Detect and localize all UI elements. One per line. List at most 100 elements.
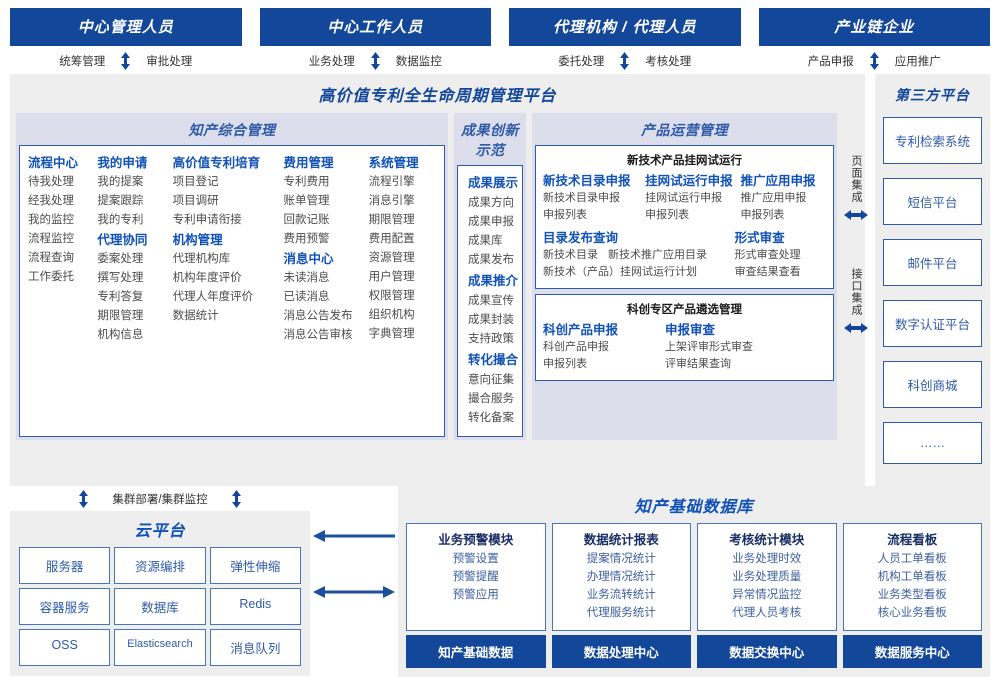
menu-item[interactable]: 期限管理 [368, 214, 415, 226]
menu-item[interactable]: 成果发布 [468, 254, 514, 266]
menu-item[interactable]: 委案处理 [97, 253, 144, 265]
menu-item[interactable]: 消息公告发布 [283, 310, 353, 322]
group-title[interactable]: 代理协同 [97, 233, 148, 247]
db-card-item[interactable]: 预警提醒 [452, 571, 499, 583]
db-footer-button[interactable]: 数据服务中心 [842, 635, 982, 668]
menu-item[interactable]: 挂网试运行申报 [645, 192, 723, 204]
group-title[interactable]: 我的申请 [97, 156, 148, 170]
cloud-cell[interactable]: Elasticsearch [114, 629, 206, 666]
menu-item[interactable]: 形式审查处理 [734, 249, 801, 261]
menu-item[interactable]: 撰写处理 [97, 272, 144, 284]
third-party-item[interactable]: …… [883, 422, 982, 464]
menu-item[interactable]: 工作委托 [28, 271, 74, 283]
group-title[interactable]: 新技术目录申报 [543, 174, 631, 188]
actor-title[interactable]: 中心工作人员 [259, 8, 491, 46]
db-card-item[interactable]: 业务处理时效 [732, 553, 802, 565]
group-title[interactable]: 推广应用申报 [740, 174, 816, 188]
menu-item[interactable]: 流程查询 [28, 252, 74, 264]
cloud-cell[interactable]: 数据库 [114, 588, 206, 625]
db-card-item[interactable]: 核心业务看板 [877, 607, 947, 619]
menu-item[interactable]: 代理人年度评价 [172, 291, 254, 303]
actor-title[interactable]: 产业链企业 [758, 8, 990, 46]
menu-item[interactable]: 提案跟踪 [97, 195, 144, 207]
group-title[interactable]: 成果推介 [468, 274, 519, 288]
menu-item[interactable]: 项目登记 [172, 176, 219, 188]
menu-item[interactable]: 费用预警 [283, 233, 330, 245]
db-footer-button[interactable]: 知产基础数据 [406, 635, 546, 668]
menu-item[interactable]: 项目调研 [172, 195, 219, 207]
menu-item[interactable]: 资源管理 [368, 252, 415, 264]
cloud-cell[interactable]: 容器服务 [19, 588, 111, 625]
third-party-item[interactable]: 短信平台 [883, 178, 982, 225]
db-card-item[interactable]: 业务处理质量 [732, 571, 802, 583]
menu-item[interactable]: 流程引擎 [368, 176, 415, 188]
menu-item[interactable]: 待我处理 [28, 176, 74, 188]
menu-item[interactable]: 组织机构 [368, 309, 415, 321]
menu-item[interactable]: 我的专利 [97, 214, 144, 226]
actor-title[interactable]: 代理机构 / 代理人员 [509, 8, 741, 46]
db-card-item[interactable]: 提案情况统计 [586, 553, 656, 565]
menu-item[interactable]: 成果方向 [468, 197, 514, 209]
menu-item[interactable]: 新技术推广应用目录 [608, 249, 708, 261]
group-title[interactable]: 挂网试运行申报 [645, 174, 733, 188]
group-title[interactable]: 费用管理 [283, 156, 334, 170]
menu-item[interactable]: 权限管理 [368, 290, 415, 302]
menu-item[interactable]: 审查结果查看 [734, 266, 801, 278]
db-card-item[interactable]: 预警设置 [452, 553, 499, 565]
group-title[interactable]: 目录发布查询 [543, 231, 619, 245]
menu-item[interactable]: 申报列表 [543, 209, 588, 221]
group-title[interactable]: 申报审查 [665, 323, 716, 337]
menu-item[interactable]: 回款记账 [283, 214, 330, 226]
menu-item[interactable]: 申报列表 [645, 209, 690, 221]
third-party-item[interactable]: 数字认证平台 [883, 300, 982, 347]
db-card-item[interactable]: 业务流转统计 [586, 589, 656, 601]
menu-item[interactable]: 消息引擎 [368, 195, 415, 207]
menu-item[interactable]: 机构信息 [97, 329, 144, 341]
menu-item[interactable]: 成果库 [468, 235, 503, 247]
group-title[interactable]: 系统管理 [368, 156, 419, 170]
menu-item[interactable]: 推广应用申报 [740, 192, 807, 204]
menu-item[interactable]: 专利申请衔接 [172, 214, 242, 226]
third-party-item[interactable]: 邮件平台 [883, 239, 982, 286]
menu-item[interactable]: 我的监控 [28, 214, 74, 226]
cloud-cell[interactable]: 消息队列 [209, 629, 301, 666]
group-title[interactable]: 转化撮合 [468, 353, 519, 367]
cloud-cell[interactable]: OSS [19, 629, 111, 666]
menu-item[interactable]: 成果申报 [468, 216, 514, 228]
menu-item[interactable]: 申报列表 [543, 358, 588, 370]
menu-item[interactable]: 成果封装 [468, 314, 514, 326]
cloud-cell[interactable]: Redis [209, 588, 301, 625]
cloud-cell[interactable]: 服务器 [19, 547, 111, 584]
group-title[interactable]: 机构管理 [172, 233, 223, 247]
db-footer-button[interactable]: 数据交换中心 [697, 635, 837, 668]
db-card-item[interactable]: 代理人员考核 [732, 607, 802, 619]
db-card-item[interactable]: 办理情况统计 [586, 571, 656, 583]
third-party-item[interactable]: 专利检索系统 [883, 117, 982, 164]
menu-item[interactable]: 期限管理 [97, 310, 144, 322]
db-card-item[interactable]: 代理服务统计 [586, 607, 656, 619]
db-card-item[interactable]: 机构工单看板 [877, 571, 947, 583]
db-footer-button[interactable]: 数据处理中心 [551, 635, 691, 668]
menu-item[interactable]: 用户管理 [368, 271, 415, 283]
actor-title[interactable]: 中心管理人员 [10, 8, 242, 46]
menu-item[interactable]: 上架评审形式审查 [665, 341, 754, 353]
db-card-item[interactable]: 异常情况监控 [732, 589, 802, 601]
menu-item[interactable]: 专利费用 [283, 176, 330, 188]
menu-item[interactable]: 新技术目录 [543, 249, 599, 261]
menu-item[interactable]: 转化备案 [468, 412, 514, 424]
third-party-item[interactable]: 科创商城 [883, 361, 982, 408]
menu-item[interactable]: 字典管理 [368, 328, 415, 340]
cloud-cell[interactable]: 资源编排 [114, 547, 206, 584]
menu-item[interactable]: 成果宣传 [468, 295, 514, 307]
db-card-item[interactable]: 人员工单看板 [877, 553, 947, 565]
group-title[interactable]: 消息中心 [283, 252, 334, 266]
menu-item[interactable]: 费用配置 [368, 233, 415, 245]
menu-item[interactable]: 已读消息 [283, 291, 330, 303]
group-title[interactable]: 流程中心 [28, 156, 79, 170]
menu-item[interactable]: 新技术（产品）挂网试运行计划 [543, 266, 698, 278]
menu-item[interactable]: 流程监控 [28, 233, 74, 245]
group-title[interactable]: 形式审查 [734, 231, 785, 245]
menu-item[interactable]: 新技术目录申报 [543, 192, 621, 204]
menu-item[interactable]: 意向征集 [468, 374, 514, 386]
menu-item[interactable]: 专利答复 [97, 291, 144, 303]
